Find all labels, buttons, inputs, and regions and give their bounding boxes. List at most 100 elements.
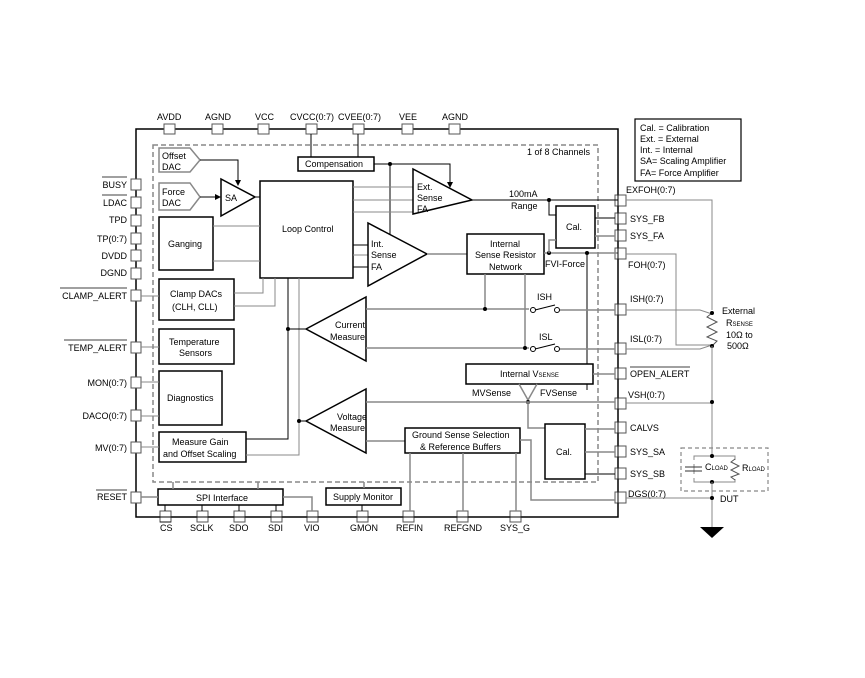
- svg-text:Voltage: Voltage: [337, 412, 367, 422]
- pin-sys-sb[interactable]: SYS_SB: [614, 467, 665, 480]
- pin-dvdd[interactable]: DVDD: [101, 249, 142, 262]
- svg-text:Loop Control: Loop Control: [282, 224, 334, 234]
- legend-box: Cal. = Calibration Ext. = External Int. …: [634, 118, 742, 182]
- svg-text:DAC: DAC: [162, 162, 182, 172]
- pin-sys-fa[interactable]: SYS_FA: [614, 229, 664, 242]
- pin-refin[interactable]: REFIN: [396, 510, 423, 533]
- svg-text:SA: SA: [225, 193, 237, 203]
- svg-text:Current: Current: [335, 320, 366, 330]
- pin-cvcc[interactable]: CVCC(0:7): [290, 112, 334, 135]
- svg-text:DACO(0:7): DACO(0:7): [82, 411, 127, 421]
- svg-text:AVDD: AVDD: [157, 112, 182, 122]
- svg-text:Ganging: Ganging: [168, 239, 202, 249]
- svg-text:Sense: Sense: [417, 193, 443, 203]
- pin-isl[interactable]: ISL(0:7): [614, 334, 662, 355]
- pin-gmon[interactable]: GMON: [350, 510, 378, 533]
- pin-open-alert[interactable]: OPEN_ALERT: [614, 366, 690, 380]
- svg-text:Diagnostics: Diagnostics: [167, 393, 214, 403]
- legend-item: FA= Force Amplifier: [640, 168, 719, 178]
- legend-item: Ext. = External: [640, 134, 699, 144]
- top-pins: AVDD AGND VCC CVCC(0:7) CVEE(0:7) VEE AG…: [157, 112, 469, 135]
- svg-text:SPI Interface: SPI Interface: [196, 493, 248, 503]
- svg-text:Internal VSENSE: Internal VSENSE: [500, 369, 559, 379]
- pin-sys-sa[interactable]: SYS_SA: [614, 445, 665, 458]
- channel-label: 1 of 8 Channels: [527, 147, 591, 157]
- clamp-dacs-block: Clamp DACs (CLH, CLL): [158, 278, 235, 321]
- pin-ldac[interactable]: LDAC: [102, 194, 142, 209]
- pin-daco[interactable]: DACO(0:7): [82, 409, 142, 422]
- pin-sclk[interactable]: SCLK: [190, 510, 214, 533]
- pin-mv[interactable]: MV(0:7): [95, 441, 142, 454]
- pin-busy[interactable]: BUSY: [102, 176, 142, 191]
- pin-avdd[interactable]: AVDD: [157, 112, 182, 135]
- svg-text:Measure: Measure: [330, 332, 365, 342]
- svg-text:RESET: RESET: [97, 492, 128, 502]
- svg-text:CS: CS: [160, 523, 173, 533]
- legend-item: SA= Scaling Amplifier: [640, 156, 726, 166]
- bottom-pins: CS SCLK SDO SDI VIO GMON REFIN REFGND SY…: [159, 510, 530, 533]
- svg-text:AGND: AGND: [205, 112, 232, 122]
- pin-mon[interactable]: MON(0:7): [87, 376, 142, 389]
- pin-refgnd[interactable]: REFGND: [444, 510, 483, 533]
- pin-ish[interactable]: ISH(0:7): [614, 294, 664, 316]
- svg-text:SYS_SB: SYS_SB: [630, 469, 665, 479]
- pin-vio[interactable]: VIO: [304, 510, 320, 533]
- svg-text:VCC: VCC: [255, 112, 275, 122]
- pin-tpd[interactable]: TPD: [109, 214, 142, 227]
- legend-item: Int. = Internal: [640, 145, 693, 155]
- svg-text:REFIN: REFIN: [396, 523, 423, 533]
- svg-text:CVCC(0:7): CVCC(0:7): [290, 112, 334, 122]
- pin-cvee[interactable]: CVEE(0:7): [338, 112, 381, 135]
- pin-vcc[interactable]: VCC: [255, 112, 275, 135]
- pin-sys-g[interactable]: SYS_G: [500, 510, 530, 533]
- temperature-sensors-block: Temperature Sensors: [158, 328, 235, 365]
- internal-sense-resistor-network: Internal Sense Resistor Network: [466, 233, 545, 275]
- pin-sdo[interactable]: SDO: [229, 510, 249, 533]
- svg-text:Sense Resistor: Sense Resistor: [475, 250, 536, 260]
- current-measure-amp: Current Measure: [304, 295, 367, 363]
- pin-agnd[interactable]: AGND: [205, 112, 232, 135]
- pin-vee[interactable]: VEE: [399, 112, 417, 135]
- svg-text:Int.: Int.: [371, 239, 384, 249]
- dut-label: DUT: [720, 494, 739, 504]
- svg-text:Cal.: Cal.: [566, 222, 582, 232]
- spi-interface-block: SPI Interface: [157, 488, 284, 506]
- int-sense-fa: Int. Sense FA: [367, 221, 429, 288]
- internal-vsense-block: Internal VSENSE: [465, 363, 594, 385]
- pin-reset[interactable]: RESET: [96, 489, 142, 504]
- external-rsense-resistor: [705, 311, 719, 348]
- svg-text:ISH(0:7): ISH(0:7): [630, 294, 664, 304]
- svg-text:TPD: TPD: [109, 215, 128, 225]
- pin-tp[interactable]: TP(0:7): [97, 232, 142, 245]
- pin-calvs[interactable]: CALVS: [614, 421, 659, 434]
- mv-sense-label: MVSense: [472, 388, 511, 398]
- pin-dgs[interactable]: DGS(0:7): [614, 489, 666, 504]
- rsense-label: 500Ω: [727, 341, 749, 351]
- pin-agnd-2[interactable]: AGND: [442, 112, 469, 135]
- scaling-amplifier: SA: [220, 177, 257, 218]
- dut-box: CLOAD RLOAD: [680, 447, 769, 492]
- pin-dgnd[interactable]: DGND: [101, 267, 142, 280]
- svg-text:REFGND: REFGND: [444, 523, 483, 533]
- pin-foh[interactable]: FOH(0:7): [614, 247, 666, 270]
- svg-text:Ext.: Ext.: [417, 182, 433, 192]
- channel-boundary: [152, 144, 599, 483]
- svg-text:Offset: Offset: [162, 151, 186, 161]
- svg-text:Compensation: Compensation: [305, 159, 363, 169]
- pin-sdi[interactable]: SDI: [268, 510, 283, 533]
- right-pins: EXFOH(0:7) SYS_FB SYS_FA FOH(0:7) ISH(0:…: [614, 185, 690, 504]
- svg-text:EXFOH(0:7): EXFOH(0:7): [626, 185, 676, 195]
- pin-vsh[interactable]: VSH(0:7): [614, 390, 665, 410]
- voltage-measure-amp: Voltage Measure: [304, 387, 367, 455]
- pin-temp-alert[interactable]: TEMP_ALERT: [64, 339, 142, 354]
- pin-exfoh[interactable]: EXFOH(0:7): [614, 185, 676, 207]
- svg-text:Internal: Internal: [490, 239, 520, 249]
- pin-clamp-alert[interactable]: CLAMP_ALERT: [60, 287, 142, 302]
- pin-sys-fb[interactable]: SYS_FB: [614, 212, 665, 225]
- svg-text:Measure: Measure: [330, 423, 365, 433]
- svg-text:SDO: SDO: [229, 523, 249, 533]
- legend-item: Cal. = Calibration: [640, 123, 709, 133]
- pin-cs[interactable]: CS: [159, 510, 173, 533]
- offset-dac-block: Offset DAC: [158, 147, 201, 173]
